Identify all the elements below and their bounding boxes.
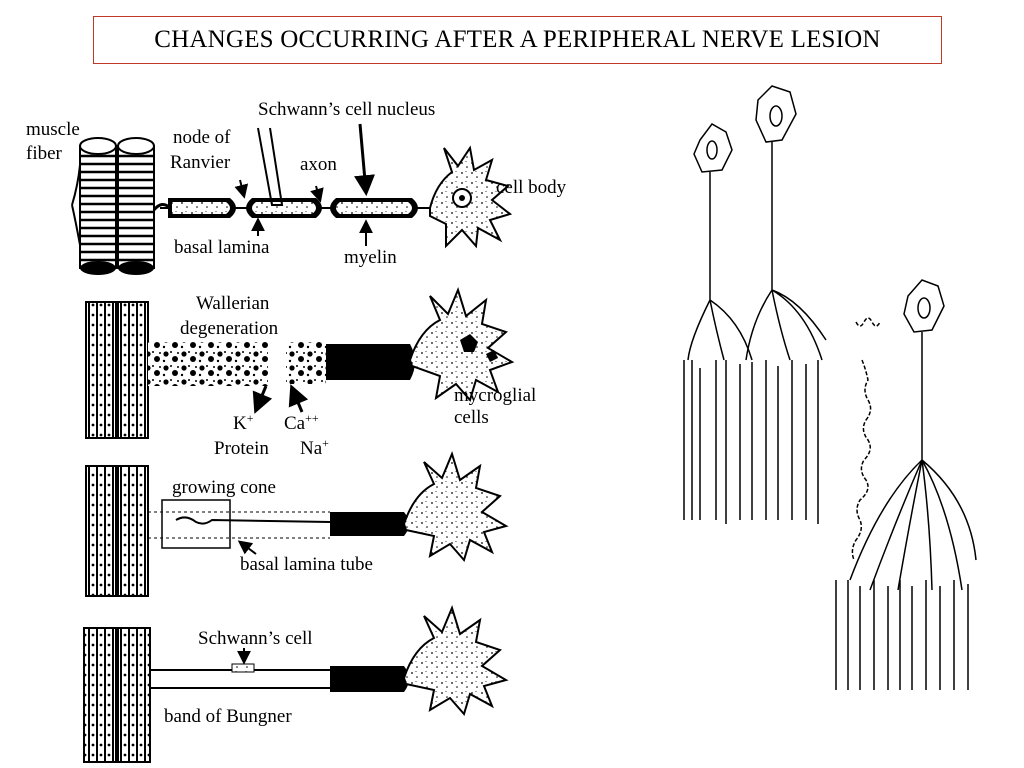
ion-in-arrow — [288, 384, 309, 413]
panel-degeneration — [85, 287, 515, 439]
degenerating-segment-proximal — [286, 342, 326, 384]
label-muscle-fiber-2: fiber — [26, 143, 62, 164]
myelin-reinnervation — [330, 666, 409, 692]
nucleus-arrow — [354, 123, 375, 197]
cell-body-drawing-3 — [402, 451, 509, 563]
label-axon: axon — [300, 154, 337, 175]
label-schwann-nucleus: Schwann’s cell nucleus — [258, 99, 436, 120]
ion-out-arrow — [252, 385, 273, 414]
growing-cone-box — [161, 499, 231, 549]
muscle-fiber-drawing — [71, 137, 155, 275]
label-node-2: Ranvier — [170, 152, 231, 173]
muscle-fiber-drawing-2 — [85, 301, 149, 439]
label-wallerian-1: Wallerian — [196, 293, 270, 314]
cell-body-drawing — [429, 145, 513, 249]
cell-body-drawing-2 — [408, 287, 515, 403]
label-k-plus: K+ — [233, 411, 254, 434]
neuron-sketches — [683, 85, 977, 690]
node-arrow — [234, 179, 249, 199]
myelin-stump — [326, 344, 415, 380]
label-ca: Ca++ — [284, 411, 319, 434]
label-schwann-cell: Schwann’s cell — [198, 628, 313, 649]
label-basal-lamina: basal lamina — [174, 237, 270, 258]
label-na: Na+ — [300, 436, 329, 459]
label-node-1: node of — [173, 127, 231, 148]
regrowing-axon — [175, 516, 331, 525]
panel-reinnervation — [83, 605, 509, 763]
panel-normal — [71, 123, 513, 275]
label-growing-cone: growing cone — [172, 477, 276, 498]
schwann-cell-drawing — [231, 663, 255, 673]
label-muscle-fiber-1: muscle — [26, 119, 80, 140]
label-band-of-bungner: band of Bungner — [164, 706, 292, 727]
basal-lamina-tube-arrow — [237, 540, 257, 555]
panel-regrowth — [85, 451, 509, 597]
axon-arrow — [310, 185, 324, 203]
micropipette — [257, 127, 284, 206]
page-title: CHANGES OCCURRING AFTER A PERIPHERAL NER… — [93, 16, 942, 64]
label-myelin: myelin — [344, 247, 397, 268]
myelinated-axon — [152, 198, 430, 218]
label-microglial-2: cells — [454, 407, 489, 428]
band-of-bungner-drawing — [150, 669, 330, 689]
label-microglial-1: mycroglial — [454, 385, 537, 406]
muscle-fiber-drawing-3 — [85, 465, 149, 597]
cell-body-drawing-4 — [402, 605, 509, 717]
muscle-fiber-drawing-4 — [83, 627, 151, 763]
myelin-regrowth — [330, 512, 409, 536]
label-cell-body: cell body — [496, 177, 567, 198]
label-basal-lamina-tube: basal lamina tube — [240, 554, 373, 575]
label-protein: Protein — [214, 438, 269, 459]
degenerating-segment-distal — [148, 342, 268, 386]
label-wallerian-2: degeneration — [180, 318, 279, 339]
